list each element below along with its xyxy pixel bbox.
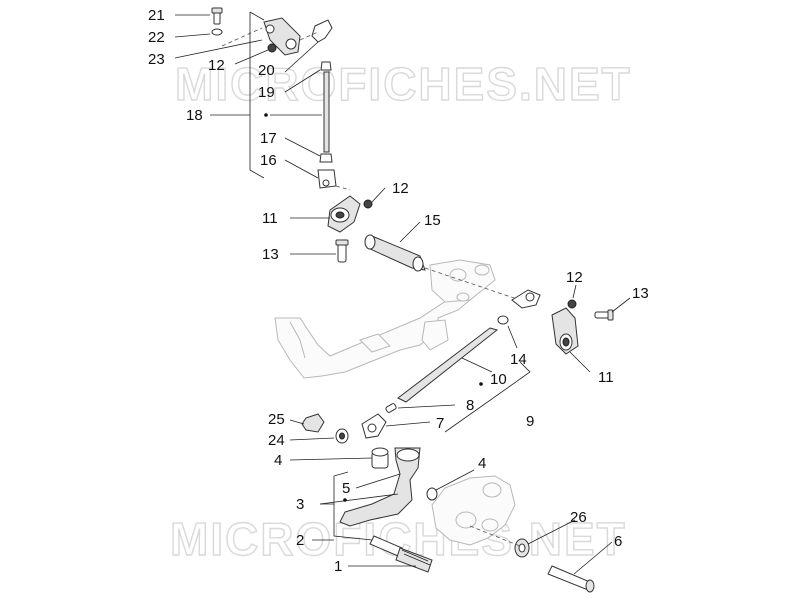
- rod-9: [361, 315, 531, 439]
- frame-outline: [274, 259, 496, 379]
- callout-3: 3: [296, 496, 304, 513]
- callout-16: 16: [260, 152, 277, 169]
- callout-14: 14: [510, 351, 527, 368]
- leader-lines: [174, 11, 631, 575]
- callout-19: 19: [258, 84, 275, 101]
- washer-22: [211, 28, 223, 36]
- bolt-13-left: [335, 239, 349, 263]
- callout-12-right: 12: [566, 269, 583, 286]
- callout-4-right: 4: [478, 455, 486, 472]
- callout-11-upper: 11: [262, 210, 278, 227]
- bolt-6: [469, 525, 595, 593]
- nut-14: [497, 315, 509, 325]
- kit-markers: [264, 113, 483, 502]
- callout-13-left: 13: [262, 246, 279, 263]
- bolt-13-right: [594, 311, 610, 319]
- callout-18: 18: [186, 107, 203, 124]
- callout-25: 25: [268, 411, 285, 428]
- watermark-top: MICROFICHES.NET: [175, 58, 632, 110]
- callout-4-left: 4: [274, 452, 282, 469]
- callout-5: 5: [342, 480, 350, 497]
- shaft-15: [364, 234, 521, 301]
- callouts: 21 22 23 12 20 19 18 17 16 12 11 15 13 1…: [148, 7, 649, 575]
- nut-20: [320, 61, 332, 71]
- lever-11-upper: [327, 195, 373, 233]
- nut-17: [319, 153, 333, 163]
- callout-13-right: 13: [632, 285, 649, 302]
- callout-17: 17: [260, 130, 277, 147]
- nut-12-top: [267, 43, 277, 53]
- callout-15: 15: [424, 212, 441, 229]
- callout-12-mid: 12: [392, 180, 409, 197]
- lower-bracket: [431, 475, 516, 546]
- rod-10: [397, 327, 499, 403]
- callout-20: 20: [258, 62, 275, 79]
- bushing-4-right: [426, 487, 438, 501]
- callout-23: 23: [148, 51, 165, 68]
- callout-8: 8: [466, 397, 474, 414]
- callout-6: 6: [614, 533, 622, 550]
- lever-3: [339, 447, 421, 527]
- right-linkage: [511, 289, 614, 355]
- rod-18: [323, 71, 330, 153]
- callout-1: 1: [334, 558, 342, 575]
- ring-8: [385, 403, 397, 413]
- pedal-lever: [339, 447, 438, 573]
- nut-12-right: [567, 299, 577, 309]
- callout-2: 2: [296, 532, 304, 549]
- nut-12-mid: [363, 199, 373, 209]
- callout-22: 22: [148, 29, 165, 46]
- upper-linkage: [211, 7, 333, 56]
- callout-26: 26: [570, 509, 587, 526]
- callout-11-right: 11: [598, 369, 614, 386]
- ball-joint-top: [311, 19, 333, 43]
- nut-25: [301, 413, 325, 433]
- callout-12-top: 12: [208, 57, 225, 74]
- callout-21: 21: [148, 7, 165, 24]
- callout-7: 7: [436, 415, 444, 432]
- callout-24: 24: [268, 432, 285, 449]
- callout-10: 10: [490, 371, 507, 388]
- hardware-24-25: [301, 413, 349, 444]
- vertical-rod: [317, 61, 351, 191]
- callout-9: 9: [526, 413, 534, 430]
